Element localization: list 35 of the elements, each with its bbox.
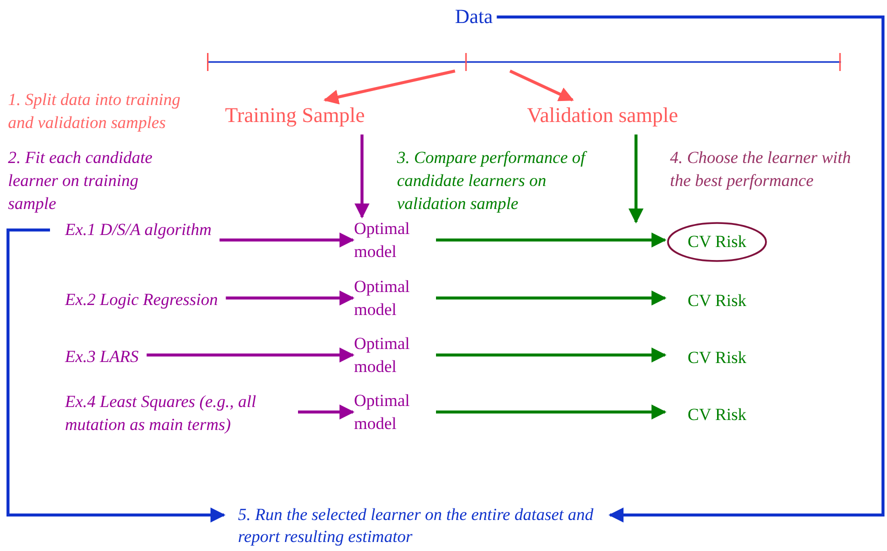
learner-label: Ex.4 Least Squares (e.g., all mutation as main terms): [50, 390, 290, 436]
training-sample-label: Training Sample: [225, 100, 365, 132]
arrow: [628, 134, 644, 224]
arrow: [436, 404, 666, 420]
arrow: [354, 134, 370, 218]
learner-label: Ex.2 Logic Regression: [50, 288, 218, 311]
arrow: [220, 232, 354, 248]
learner-label: Ex.3 LARS: [50, 345, 139, 368]
arrow: [323, 70, 456, 104]
risk-label: CV Risk: [667, 345, 767, 370]
arrow: [298, 404, 354, 420]
step-note: 1. Split data into training and validation samples: [8, 89, 182, 134]
data-range-bar: [207, 53, 841, 71]
step-note: 4. Choose the learner with the best performance: [670, 147, 852, 192]
selection-ellipse: [667, 222, 767, 262]
validation-sample-label: Validation sample: [527, 100, 678, 132]
model-label: Optimal model: [354, 275, 434, 321]
arrow: [146, 348, 354, 362]
data-label: Data: [455, 2, 493, 32]
learner-label: Ex.1 D/S/A algorithm: [50, 218, 212, 241]
model-label: Optimal model: [354, 389, 434, 435]
risk-label: CV Risk: [667, 402, 767, 428]
arrow: [6, 228, 226, 522]
arrow: [436, 290, 666, 306]
arrow: [496, 16, 884, 522]
model-label: Optimal model: [354, 332, 434, 378]
arrow: [226, 290, 354, 306]
arrow: [509, 70, 574, 102]
risk-label: CV Risk: [667, 288, 767, 314]
step-note: 5. Run the selected learner on the entire dataset and report resulting estimator: [224, 504, 608, 548]
arrow: [436, 348, 666, 362]
arrow: [436, 232, 666, 248]
step-note: 2. Fit each candidate learner on training sample: [8, 147, 154, 215]
step-note: 3. Compare performance of candidate learners on validation sample: [397, 147, 588, 215]
model-label: Optimal model: [354, 217, 434, 263]
